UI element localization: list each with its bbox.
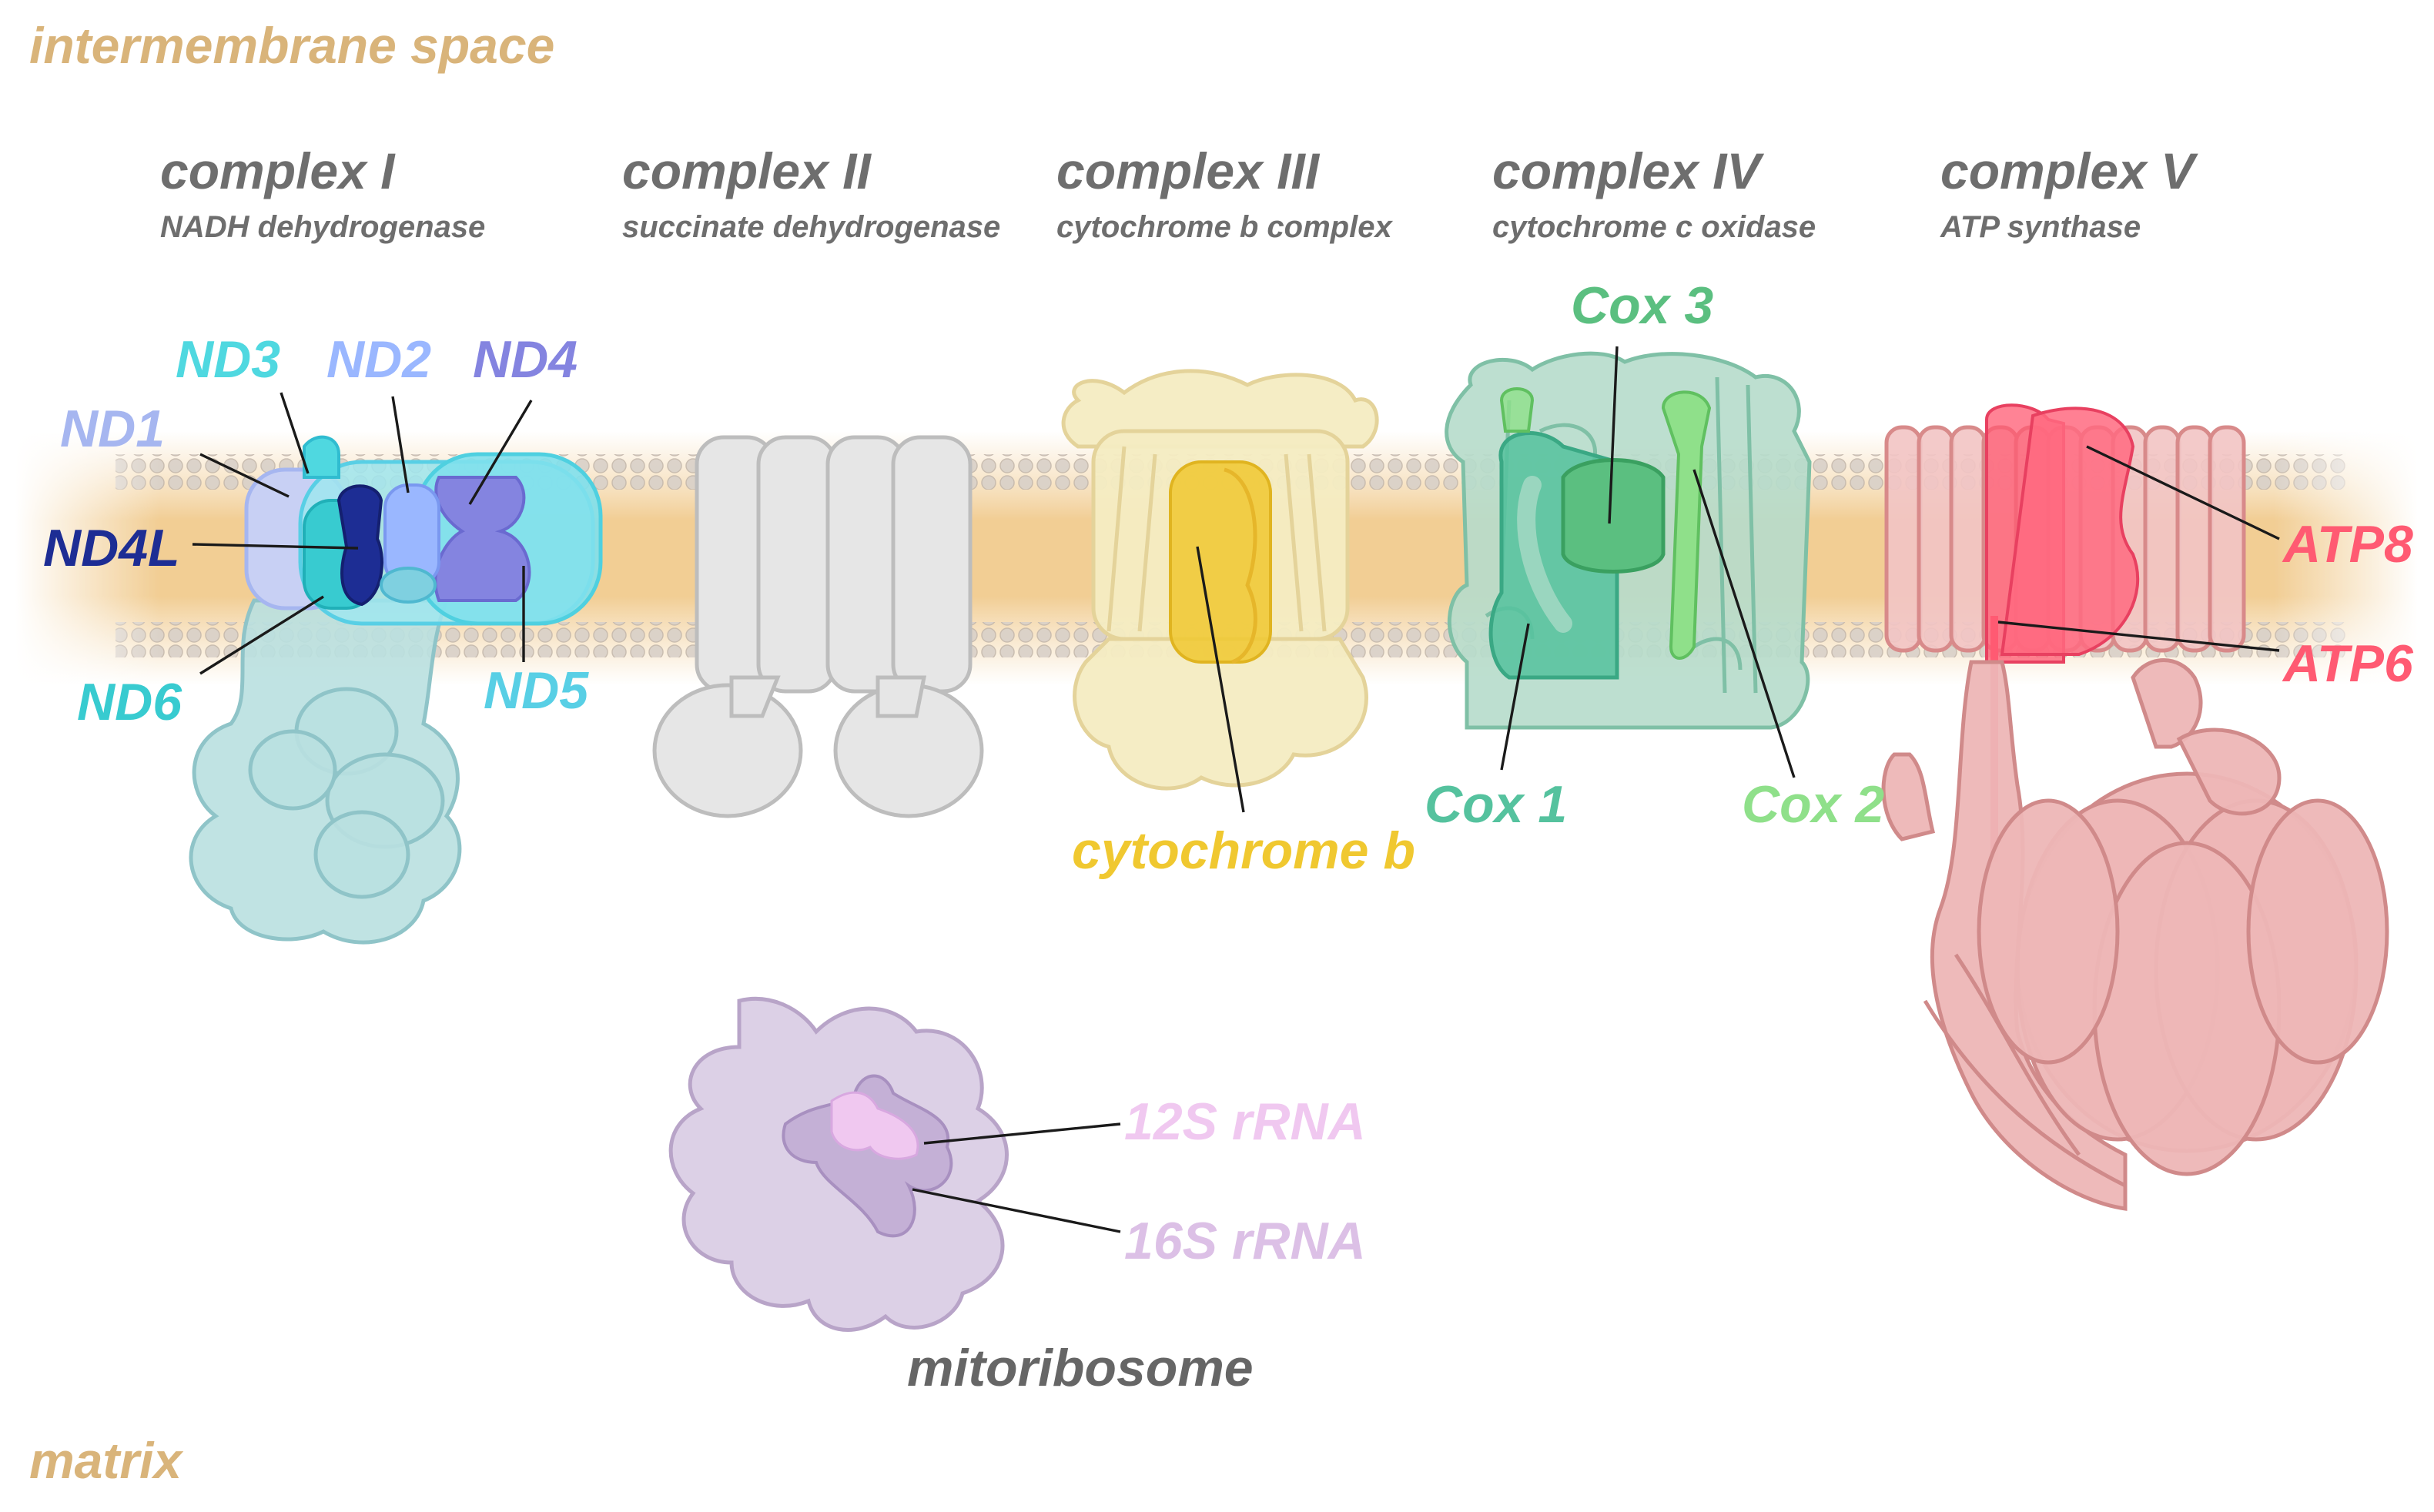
complex-2-succinate-dehydrogenase: [652, 435, 984, 818]
complex-3-cytochrome-b-complex: [1061, 369, 1379, 791]
nd2-label: ND2: [326, 330, 431, 389]
nd4l-subunit: [336, 484, 383, 607]
16s-rrna-label: 16S rRNA: [1124, 1212, 1366, 1270]
complex-1-nadh-dehydrogenase: [189, 435, 603, 945]
complex-2-subtitle: succinate dehydrogenase: [622, 210, 1000, 244]
gene-labels: ND1 ND3 ND2 ND4 ND4L ND5 ND6 cytochrome …: [43, 276, 2414, 1397]
atp6-label: ATP6: [2282, 634, 2414, 693]
complex-1-title: complex I: [160, 142, 396, 199]
complex-3-subtitle: cytochrome b complex: [1056, 210, 1393, 244]
atp8-label: ATP8: [2282, 515, 2413, 574]
12s-rrna-label: 12S rRNA: [1124, 1092, 1366, 1151]
complex-3-title: complex III: [1056, 142, 1321, 199]
mitoribosome-label: mitoribosome: [907, 1339, 1254, 1397]
nd4-subunit: [434, 476, 531, 602]
nd4l-label: ND4L: [43, 519, 180, 577]
12s-rrna-shape: [830, 1091, 919, 1160]
complex-5-atp-synthase: [1881, 403, 2389, 1211]
complex-2-title: complex II: [622, 142, 872, 199]
complex-1-matrix-arm: [189, 598, 462, 945]
complex-5-title: complex V: [1940, 142, 2198, 199]
complex-titles: complex I NADH dehydrogenase complex II …: [160, 142, 2198, 244]
cox2-subunit: [1661, 390, 1712, 660]
cox2-label: Cox 2: [1742, 775, 1884, 834]
atp6-subunit: [2000, 406, 2140, 656]
nd4-label: ND4: [473, 330, 578, 389]
complex-4-subtitle: cytochrome c oxidase: [1492, 210, 1816, 244]
nd3-subunit: [303, 435, 340, 479]
complex-1-subtitle: NADH dehydrogenase: [160, 210, 485, 244]
cox3-label: Cox 3: [1571, 276, 1713, 335]
nd3-label: ND3: [176, 330, 280, 389]
nd6-label: ND6: [77, 673, 182, 731]
cox3-subunit: [1561, 458, 1666, 574]
leader-lines: [192, 346, 2280, 1233]
mitoribosome-shape: [668, 996, 1009, 1332]
complex-4-title: complex IV: [1492, 142, 1764, 199]
cytochrome-b-label: cytochrome b: [1072, 821, 1415, 880]
intermembrane-space-label: intermembrane space: [29, 17, 554, 74]
complex-5-subtitle: ATP synthase: [1940, 210, 2141, 244]
nd5-label: ND5: [484, 661, 589, 720]
cytochrome-b-subunit: [1169, 460, 1272, 664]
complex-4-cytochrome-c-oxidase: [1445, 351, 1812, 730]
nd1-label: ND1: [60, 400, 165, 458]
matrix-label: matrix: [29, 1432, 183, 1489]
cox1-label: Cox 1: [1425, 775, 1567, 834]
